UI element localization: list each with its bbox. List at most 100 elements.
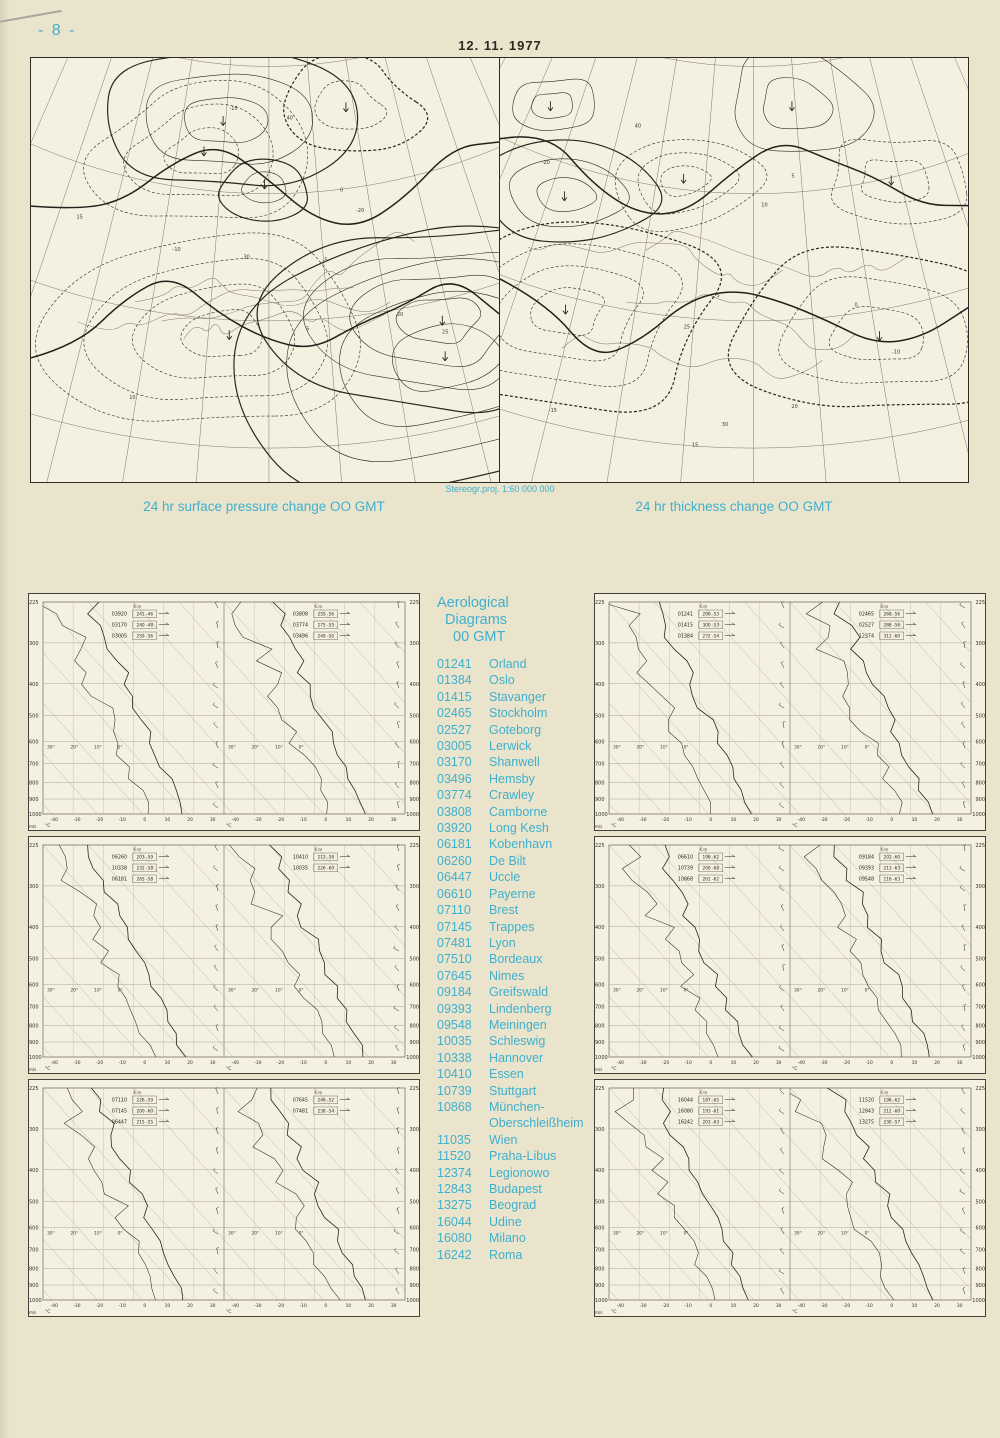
svg-text:-30: -30 xyxy=(254,1303,261,1309)
svg-text:03496: 03496 xyxy=(293,634,308,640)
svg-text:30°: 30° xyxy=(613,988,621,994)
svg-text:-20: -20 xyxy=(541,160,549,166)
svg-text:255 -56: 255 -56 xyxy=(317,612,334,618)
station-id: 16044 xyxy=(437,1214,472,1229)
potential-temperature-labels: 30°20°10°0° xyxy=(228,745,304,751)
station-id: 01241 xyxy=(437,657,472,671)
svg-text:300: 300 xyxy=(409,1127,419,1133)
svg-text:°C: °C xyxy=(45,1066,51,1072)
svg-text:°C: °C xyxy=(226,1066,232,1072)
svg-text:30°: 30° xyxy=(228,745,236,751)
svg-text:03808: 03808 xyxy=(293,612,308,618)
svg-text:10°: 10° xyxy=(275,988,283,994)
svg-text:1000: 1000 xyxy=(406,812,419,818)
svg-text:-40: -40 xyxy=(51,1060,58,1066)
svg-text:800: 800 xyxy=(595,1023,605,1029)
svg-text:-40: -40 xyxy=(232,817,239,823)
svg-text:20: 20 xyxy=(934,1060,940,1066)
svg-text:-30: -30 xyxy=(820,1060,827,1066)
svg-text:1000: 1000 xyxy=(406,1298,419,1304)
svg-text:225: 225 xyxy=(975,843,985,849)
svg-text:-10: -10 xyxy=(866,817,873,823)
svg-text:30: 30 xyxy=(391,1303,397,1309)
station-name: München-Oberschleißheim xyxy=(489,1099,584,1131)
station-name: Essen xyxy=(489,1067,524,1082)
svg-text:03005: 03005 xyxy=(112,634,127,640)
svg-text:10: 10 xyxy=(731,1060,737,1066)
svg-text:213 -63: 213 -63 xyxy=(883,866,900,872)
svg-text:0°: 0° xyxy=(865,988,870,994)
svg-text:300: 300 xyxy=(595,884,605,890)
sounding-area xyxy=(790,1088,971,1300)
svg-text:20°: 20° xyxy=(71,1231,79,1237)
svg-text:300: 300 xyxy=(975,641,985,647)
station-name: Bordeaux xyxy=(489,952,543,967)
sounding-area xyxy=(224,1088,405,1300)
svg-text:°C: °C xyxy=(611,823,617,829)
svg-text:02465: 02465 xyxy=(859,612,874,618)
svg-text:400: 400 xyxy=(409,682,419,688)
svg-text:K.m: K.m xyxy=(315,1090,323,1095)
svg-text:-40: -40 xyxy=(51,1303,58,1309)
svg-text:-10: -10 xyxy=(300,1060,307,1066)
svg-text:0: 0 xyxy=(709,1303,712,1309)
svg-text:700: 700 xyxy=(975,761,985,767)
svg-text:0: 0 xyxy=(324,1060,327,1066)
station-name: Udine xyxy=(489,1214,522,1229)
station-name: Stuttgart xyxy=(489,1083,537,1098)
svg-text:800: 800 xyxy=(29,1023,39,1029)
svg-text:600: 600 xyxy=(975,1225,985,1231)
svg-text:700: 700 xyxy=(975,1247,985,1253)
svg-text:m/s: m/s xyxy=(29,1310,36,1315)
svg-text:-30: -30 xyxy=(820,1303,827,1309)
svg-text:272 -54: 272 -54 xyxy=(702,634,719,640)
svg-text:500: 500 xyxy=(595,713,605,719)
svg-text:-10: -10 xyxy=(685,1303,692,1309)
svg-text:0°: 0° xyxy=(118,1231,123,1237)
svg-text:5: 5 xyxy=(791,173,794,179)
svg-text:-40: -40 xyxy=(617,1303,624,1309)
svg-text:10°: 10° xyxy=(660,988,668,994)
station-id: 10410 xyxy=(437,1067,472,1082)
station-id: 06260 xyxy=(437,853,472,868)
svg-text:20°: 20° xyxy=(818,745,826,751)
svg-text:K.m: K.m xyxy=(134,1090,142,1095)
station-name: Hannover xyxy=(489,1050,544,1065)
svg-text:600: 600 xyxy=(409,1225,419,1231)
svg-text:225: 225 xyxy=(29,1086,39,1092)
svg-text:800: 800 xyxy=(975,1266,985,1272)
svg-text:500: 500 xyxy=(29,956,39,962)
svg-text:-10: -10 xyxy=(685,817,692,823)
svg-text:-20: -20 xyxy=(277,1303,284,1309)
svg-text:300: 300 xyxy=(975,1127,985,1133)
svg-text:-10: -10 xyxy=(866,1303,873,1309)
svg-text:-20: -20 xyxy=(843,817,850,823)
sounding-area xyxy=(609,1088,790,1300)
station-id: 10739 xyxy=(437,1083,472,1098)
svg-text:-40: -40 xyxy=(232,1060,239,1066)
potential-temperature-labels: 30°20°10°0° xyxy=(47,745,123,751)
svg-text:20°: 20° xyxy=(252,745,260,751)
svg-text:0°: 0° xyxy=(684,1231,689,1237)
svg-text:°C: °C xyxy=(226,823,232,829)
svg-text:225: 225 xyxy=(409,600,419,606)
svg-text:12374: 12374 xyxy=(859,634,874,640)
svg-text:20°: 20° xyxy=(637,745,645,751)
station-id: 07645 xyxy=(437,968,472,983)
svg-text:300: 300 xyxy=(595,1127,605,1133)
